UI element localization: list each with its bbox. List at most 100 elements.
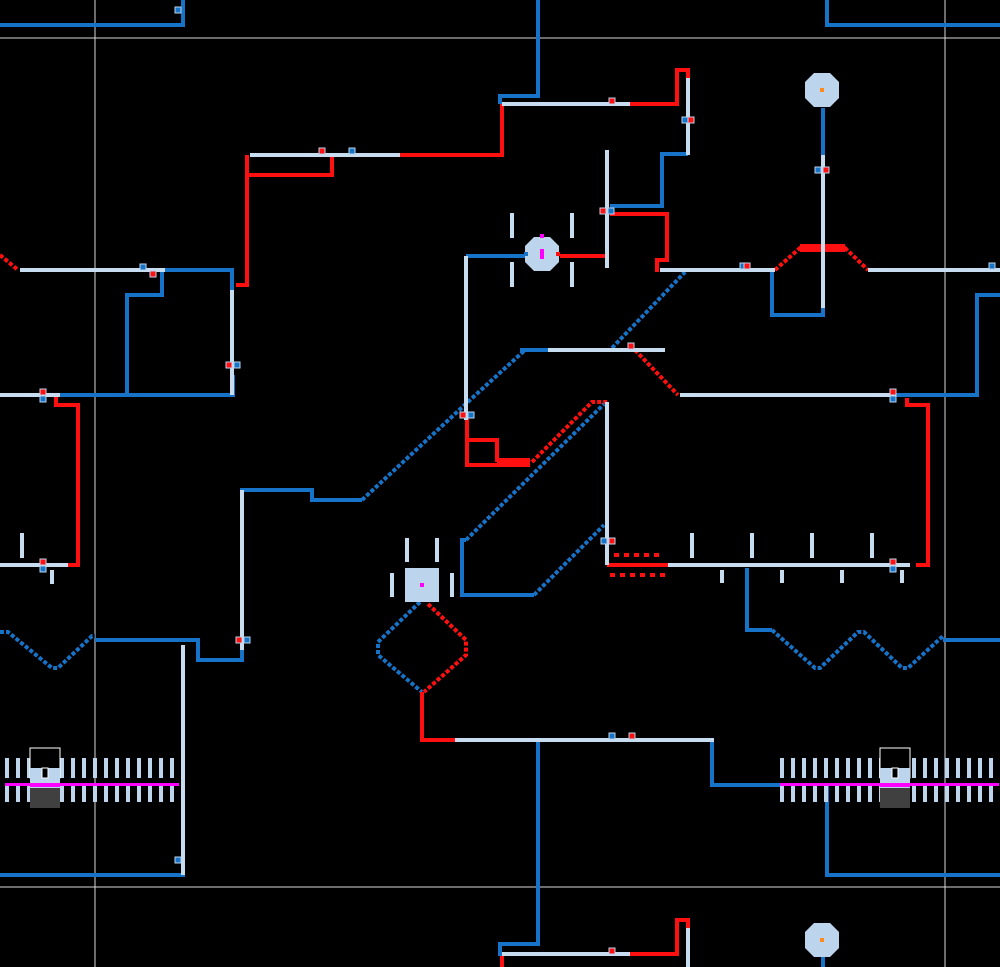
comb-tooth bbox=[835, 786, 839, 802]
wire-red[interactable] bbox=[633, 348, 680, 397]
connector-icon[interactable] bbox=[814, 166, 822, 174]
gate-icon[interactable] bbox=[29, 747, 61, 808]
wire-blue-zigzag[interactable] bbox=[770, 628, 945, 670]
wire-red[interactable] bbox=[630, 918, 690, 956]
comb-tooth bbox=[780, 758, 784, 778]
connector-icon[interactable] bbox=[627, 342, 635, 350]
wire-blue[interactable] bbox=[710, 742, 780, 787]
white-wires bbox=[0, 78, 1000, 967]
connector-icon[interactable] bbox=[889, 558, 897, 566]
connector-icon[interactable] bbox=[149, 270, 157, 278]
wire-blue[interactable] bbox=[895, 293, 1000, 397]
connector-icon[interactable] bbox=[174, 6, 182, 14]
wire-blue[interactable] bbox=[240, 488, 362, 600]
wire-blue[interactable] bbox=[825, 0, 1000, 27]
wire-red[interactable] bbox=[905, 398, 930, 567]
connector-icon[interactable] bbox=[243, 636, 251, 644]
connector-icon[interactable] bbox=[608, 947, 616, 955]
wire-blue-diagonal[interactable] bbox=[610, 270, 687, 350]
wire-red[interactable] bbox=[0, 253, 20, 272]
comb-tooth bbox=[813, 786, 817, 802]
connector-icon[interactable] bbox=[39, 388, 47, 396]
connector-icon[interactable] bbox=[348, 147, 356, 155]
wire-blue[interactable] bbox=[460, 538, 534, 597]
connector-icon[interactable] bbox=[988, 262, 996, 270]
wire-blue[interactable] bbox=[0, 860, 185, 877]
comb-tooth bbox=[137, 786, 141, 802]
comb-tooth bbox=[16, 758, 20, 778]
gate-icon[interactable] bbox=[879, 747, 911, 808]
comb-tooth bbox=[170, 758, 174, 778]
power-node-icon[interactable] bbox=[805, 73, 839, 107]
connector-icon[interactable] bbox=[318, 147, 326, 155]
connector-icon[interactable] bbox=[608, 732, 616, 740]
connector-icon[interactable] bbox=[889, 388, 897, 396]
wire-blue[interactable] bbox=[165, 268, 234, 290]
wire-blue[interactable] bbox=[498, 0, 540, 104]
connector-icon[interactable] bbox=[687, 116, 695, 124]
connector-icon[interactable] bbox=[39, 558, 47, 566]
wire-red[interactable] bbox=[420, 692, 455, 742]
connector-icon[interactable] bbox=[235, 636, 243, 644]
wire-red[interactable] bbox=[630, 68, 690, 106]
connector-icon[interactable] bbox=[599, 207, 607, 215]
connector-icon[interactable] bbox=[608, 537, 616, 545]
comb-tooth bbox=[27, 786, 31, 802]
comb-tooth bbox=[802, 786, 806, 802]
wire-blue[interactable] bbox=[745, 568, 772, 632]
connector-icon[interactable] bbox=[139, 263, 147, 271]
power-node-icon[interactable] bbox=[805, 923, 839, 957]
processor-icon[interactable] bbox=[405, 568, 439, 602]
connector-icon[interactable] bbox=[628, 732, 636, 740]
comb-tooth bbox=[791, 758, 795, 778]
wire-red[interactable] bbox=[247, 155, 334, 177]
comb-tooth bbox=[5, 786, 9, 802]
connector-icon[interactable] bbox=[889, 565, 897, 573]
comb-tooth bbox=[956, 758, 960, 778]
connector-icon[interactable] bbox=[681, 116, 689, 124]
wire-blue[interactable] bbox=[95, 638, 244, 662]
wire-blue-zigzag[interactable] bbox=[0, 630, 95, 670]
connector-icon[interactable] bbox=[459, 411, 467, 419]
connector-icon[interactable] bbox=[600, 537, 608, 545]
comb-tooth bbox=[923, 758, 927, 778]
comb-tooth bbox=[813, 758, 817, 778]
connector-icon[interactable] bbox=[467, 411, 475, 419]
comb-tooth bbox=[967, 786, 971, 802]
connector-icon[interactable] bbox=[608, 97, 616, 105]
comb-tooth bbox=[934, 758, 938, 778]
wire-blue[interactable] bbox=[825, 785, 1000, 877]
connector-icon[interactable] bbox=[174, 856, 182, 864]
wire-blue-diagonal[interactable] bbox=[376, 600, 424, 694]
wire-blue[interactable] bbox=[610, 152, 688, 208]
comb-tooth bbox=[170, 786, 174, 802]
connector-icon[interactable] bbox=[225, 361, 233, 369]
connector-icon[interactable] bbox=[39, 565, 47, 573]
red-wires bbox=[0, 68, 930, 967]
wire-red[interactable] bbox=[530, 400, 608, 464]
comb-tooth bbox=[791, 786, 795, 802]
wire-red[interactable] bbox=[236, 155, 249, 287]
connector-icon[interactable] bbox=[607, 207, 615, 215]
wire-blue[interactable] bbox=[125, 270, 235, 397]
connector-icon[interactable] bbox=[822, 166, 830, 174]
wire-blue[interactable] bbox=[770, 272, 825, 317]
wire-blue-diagonal[interactable] bbox=[464, 402, 606, 542]
comb-tooth bbox=[82, 758, 86, 778]
connector-icon[interactable] bbox=[39, 395, 47, 403]
wire-red[interactable] bbox=[400, 104, 504, 157]
wire-red-diagonal[interactable] bbox=[422, 602, 468, 694]
wire-red[interactable] bbox=[610, 212, 669, 272]
wire-blue-diagonal[interactable] bbox=[360, 348, 527, 502]
comb-tooth bbox=[82, 786, 86, 802]
wire-blue[interactable] bbox=[498, 742, 540, 956]
core-chip-icon[interactable] bbox=[524, 234, 560, 271]
connector-icon[interactable] bbox=[889, 395, 897, 403]
connector-icon[interactable] bbox=[743, 262, 751, 270]
wire-red[interactable] bbox=[467, 438, 499, 462]
wire-red[interactable] bbox=[54, 397, 80, 567]
connector-icon[interactable] bbox=[233, 361, 241, 369]
wire-blue-diagonal[interactable] bbox=[532, 523, 606, 597]
wire-blue[interactable] bbox=[0, 0, 185, 27]
